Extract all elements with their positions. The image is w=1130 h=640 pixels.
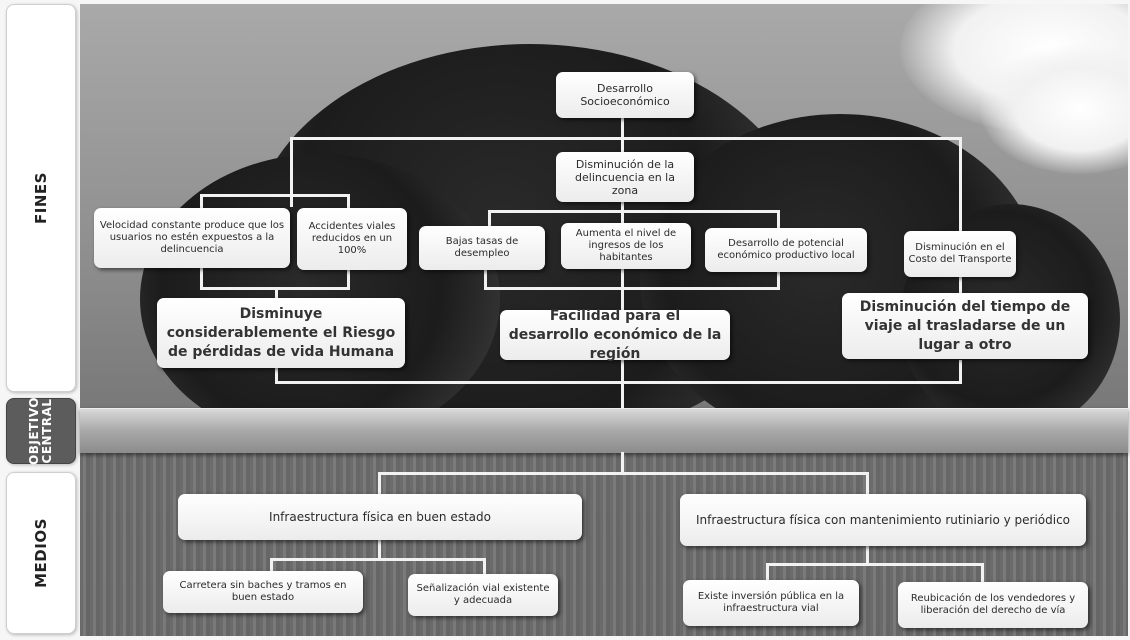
medios-label: MEDIOS (6, 472, 76, 634)
medio-carretera-sin-baches: Carretera sin baches y tramos en buen es… (163, 571, 363, 613)
fin-disminucion-costo-transporte: Disminución en el Costo del Transporte (904, 231, 1016, 277)
objetivo-central-label: OBJETIVO CENTRAL (6, 397, 76, 465)
central-objective-beam (80, 408, 1128, 453)
medio-reubicacion-vendedores: Reubicación de los vendedores y liberaci… (898, 582, 1088, 628)
medio-senalizacion-vial: Señalización vial existente y adecuada (408, 574, 558, 616)
fin-disminuye-riesgo: Disminuye considerablemente el Riesgo de… (157, 298, 405, 368)
fines-label: FINES (6, 4, 76, 392)
fin-facilidad-desarrollo: Facilidad para el desarrollo económico d… (500, 308, 730, 362)
fin-disminucion-delincuencia: Disminución de la delincuencia en la zon… (556, 152, 694, 202)
fin-desarrollo-socioeconomico: Desarrollo Socioeconómico (556, 72, 694, 118)
fin-accidentes-viales: Accidentes viales reducidos en un 100% (297, 208, 407, 270)
medio-infraestructura-buen-estado: Infraestructura física en buen estado (178, 494, 582, 540)
fin-disminucion-tiempo-viaje: Disminución del tiempo de viaje al trasl… (842, 293, 1088, 359)
medio-inversion-publica: Existe inversión pública en la infraestr… (683, 580, 859, 626)
fin-velocidad-constante: Velocidad constante produce que los usua… (94, 208, 290, 268)
fin-bajas-tasas-desempleo: Bajas tasas de desempleo (419, 226, 545, 270)
medio-infraestructura-mantenimiento: Infraestructura física con mantenimiento… (680, 494, 1086, 546)
fin-aumenta-ingresos: Aumenta el nivel de ingresos de los habi… (561, 223, 691, 269)
fin-desarrollo-potencial: Desarrollo de potencial económico produc… (705, 228, 867, 272)
